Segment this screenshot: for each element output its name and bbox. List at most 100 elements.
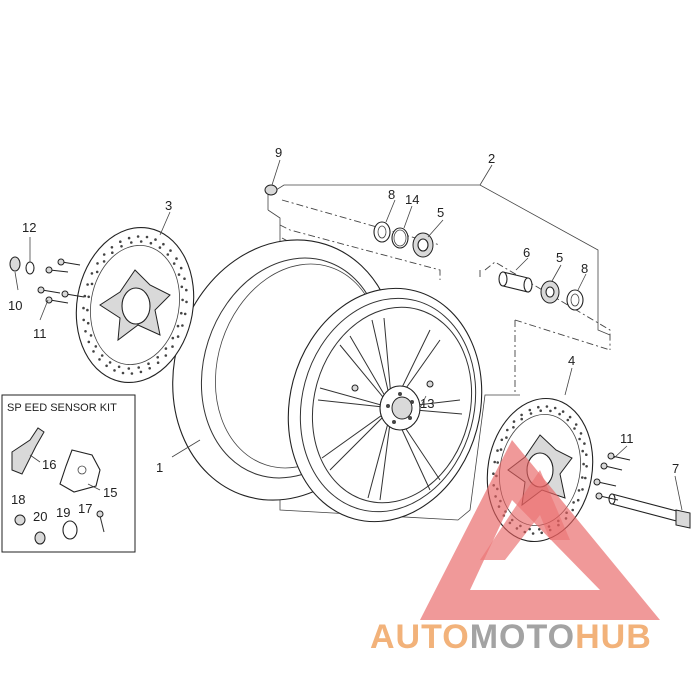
disc-hole	[581, 476, 584, 479]
disc-hole	[137, 366, 140, 369]
disc-hole	[162, 242, 165, 246]
disc-hole	[183, 277, 186, 281]
disc-hole	[581, 488, 584, 491]
disc-hole	[89, 334, 93, 337]
disc-hole	[561, 410, 565, 413]
disc-hole	[82, 306, 85, 310]
disc-hole	[582, 462, 585, 466]
callout-6: 6	[523, 245, 530, 260]
disc-hole	[181, 298, 184, 302]
disc-hole	[549, 409, 552, 413]
disc-hole	[573, 427, 576, 430]
watermark-hub: HUB	[575, 618, 652, 656]
disc-hole	[95, 270, 99, 274]
disc-hole	[105, 364, 108, 368]
disc-hole	[181, 324, 184, 327]
disc-hole	[86, 321, 90, 325]
disc-hole	[176, 324, 180, 328]
right-disc-bolts	[593, 452, 631, 501]
disc-hole	[149, 241, 153, 245]
plug-9	[264, 184, 278, 196]
brake-disc-left	[75, 226, 195, 384]
watermark-auto: AUTO	[370, 618, 470, 656]
disc-hole	[177, 273, 181, 276]
disc-hole	[571, 508, 574, 512]
disc-hole	[171, 345, 174, 348]
disc-hole	[94, 345, 98, 348]
disc-hole	[180, 285, 184, 289]
disc-hole	[577, 489, 581, 492]
sensor-16	[11, 427, 45, 475]
callout-3: 3	[165, 198, 172, 213]
disc-hole	[86, 283, 89, 286]
disc-hole	[538, 528, 541, 531]
disc-hole	[531, 532, 535, 535]
disc-hole	[130, 241, 133, 244]
disc-hole	[111, 251, 114, 254]
spacer-20	[34, 531, 46, 545]
disc-hole	[127, 236, 131, 240]
disc-hole	[127, 367, 131, 370]
disc-hole	[499, 448, 503, 451]
watermark-logo	[420, 440, 660, 620]
disc-hole	[578, 437, 581, 441]
seal-8-upper	[373, 221, 391, 243]
seal-8-lower	[566, 289, 584, 311]
disc-hole	[572, 501, 575, 504]
disc-hole	[505, 436, 508, 439]
callout-1: 1	[156, 460, 163, 475]
disc-hole	[164, 347, 168, 350]
washer-12	[25, 261, 35, 275]
callout-17: 17	[78, 501, 92, 516]
disc-hole	[136, 235, 140, 238]
disc-hole	[529, 412, 533, 415]
disc-hole	[158, 246, 162, 249]
disc-hole	[506, 428, 509, 432]
callout-5-lower: 5	[556, 250, 563, 265]
disc-hole	[102, 260, 106, 263]
disc-hole	[110, 246, 114, 249]
callout-2: 2	[488, 151, 495, 166]
disc-hole	[156, 361, 160, 365]
watermark-moto: MOTO	[470, 618, 575, 656]
watermark-text: AUTOMOTOHUB	[370, 618, 652, 656]
bracket-15	[59, 449, 101, 493]
callout-12: 12	[22, 220, 36, 235]
disc-hole	[581, 449, 584, 453]
disc-hole	[139, 240, 143, 243]
leader-lines	[14, 159, 683, 511]
disc-hole	[130, 372, 134, 375]
callout-15: 15	[103, 485, 117, 500]
disc-hole	[545, 405, 549, 408]
spacer-6	[498, 271, 533, 293]
disc-hole	[113, 369, 116, 372]
disc-hole	[576, 498, 580, 502]
wheel-rim	[287, 287, 483, 523]
callout-8-lower: 8	[581, 261, 588, 276]
callout-14: 14	[405, 192, 419, 207]
disc-hole	[520, 417, 523, 421]
screw-17	[96, 510, 105, 533]
circlip-14	[391, 227, 409, 249]
left-disc-bolts	[37, 258, 85, 304]
disc-hole	[512, 426, 515, 429]
disc-hole	[164, 354, 168, 357]
disc-hole	[119, 240, 122, 243]
callout-5-upper: 5	[437, 205, 444, 220]
disc-hole	[539, 409, 542, 413]
nut-10	[9, 256, 21, 272]
disc-hole	[96, 262, 99, 265]
disc-hole	[185, 300, 188, 304]
disc-hole	[492, 472, 495, 476]
callout-4: 4	[568, 353, 575, 368]
callout-10: 10	[8, 298, 22, 313]
disc-hole	[496, 461, 500, 464]
wheel-axle	[608, 493, 691, 529]
disc-hole	[176, 335, 180, 338]
disc-hole	[82, 318, 85, 322]
disc-hole	[583, 442, 586, 445]
disc-hole	[169, 249, 172, 252]
disc-hole	[166, 253, 170, 256]
disc-hole	[108, 361, 112, 364]
